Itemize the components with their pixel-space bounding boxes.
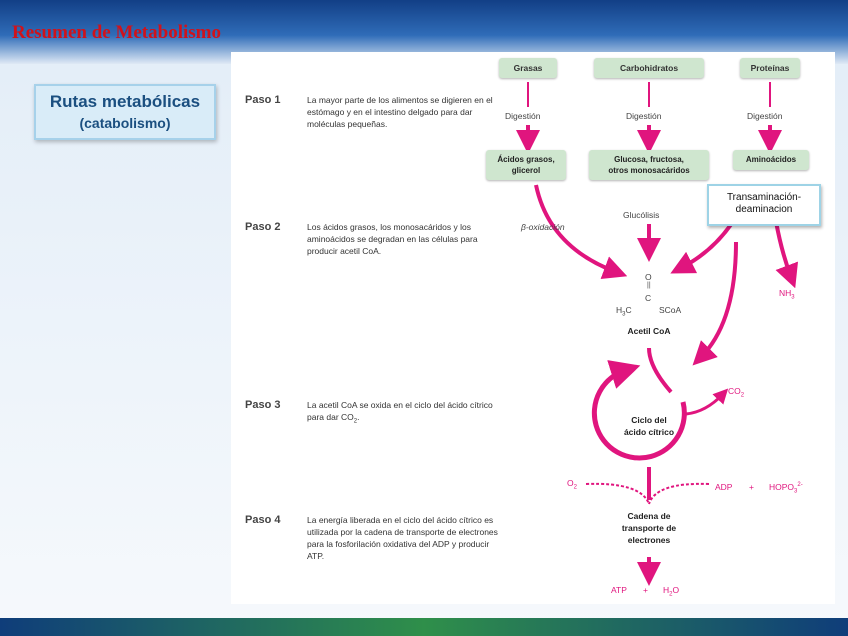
callout-line2: deaminacion	[735, 204, 793, 215]
product-fatty-acids: Ácidos grasos, glicerol	[486, 150, 566, 180]
source-grasas: Grasas	[499, 58, 557, 78]
step1-text: La mayor parte de los alimentos se digie…	[307, 95, 493, 129]
amino-to-cycle-arrow	[692, 241, 738, 366]
o2-label: O2	[567, 478, 577, 491]
electron-chain-label: Cadena de transporte de electrones	[601, 510, 697, 546]
metabolism-figure: Paso 1 La mayor parte de los alimentos s…	[231, 52, 835, 604]
product-amino-line1: Aminoácidos	[745, 155, 797, 164]
step1-label: Paso 1	[245, 94, 281, 106]
o2-sub: 2	[573, 484, 577, 491]
adp-arrow	[648, 482, 710, 505]
o2-arrow	[585, 482, 650, 505]
hopo3-text: HOPO	[769, 482, 795, 492]
subtitle-line2: (catabolismo)	[79, 115, 171, 131]
step2-label: Paso 2	[245, 221, 281, 233]
product-mono-line2: otros monosacáridos	[608, 166, 690, 175]
beta-oxidation-label: β-oxidación	[521, 222, 565, 232]
citric-cycle-ring	[591, 360, 687, 461]
acetyl-o: O	[645, 272, 652, 282]
acetyl-h3c-c: C	[625, 305, 632, 315]
beta-oxidation-arrow	[534, 184, 628, 280]
chain-line3: electrones	[627, 535, 671, 545]
acetyl-coa-name: Acetil CoA	[627, 326, 671, 336]
hopo3-sub: 3	[794, 488, 798, 495]
cycle-line2: ácido cítrico	[623, 427, 675, 437]
source-proteinas: Proteínas	[740, 58, 800, 78]
acetyl-into-cycle	[647, 347, 673, 394]
atp-label: ATP	[611, 585, 627, 595]
nh3-label: NH3	[779, 288, 795, 301]
h2o-o: O	[672, 585, 680, 595]
step4-text: La energía liberada en el ciclo del ácid…	[307, 515, 498, 561]
slide-title: Resumen de Metabolismo	[12, 22, 221, 43]
acetyl-h3c: H3C	[616, 305, 632, 318]
citric-cycle-label: Ciclo del ácido cítrico	[611, 414, 687, 438]
acetyl-c: C	[645, 293, 652, 303]
digestion-label-2: Digestión	[626, 111, 662, 121]
digestion-label-1: Digestión	[505, 111, 541, 121]
co2-label: CO2	[728, 386, 744, 399]
transamination-callout: Transaminación- deaminacion	[707, 184, 821, 226]
co2-sub: 2	[740, 392, 745, 399]
product-fatty-acids-line1: Ácidos grasos,	[497, 155, 555, 164]
step3-text: La acetil CoA se oxida en el ciclo del á…	[307, 399, 507, 428]
product-mono-line1: Glucosa, fructosa,	[614, 155, 684, 164]
step3-text-end: .	[357, 412, 360, 422]
chain-line2: transporte de	[621, 523, 677, 533]
chain-line1: Cadena de	[627, 511, 671, 521]
nh3-sub: 3	[791, 294, 795, 301]
co2-text: CO	[728, 386, 741, 396]
product-monosaccharides: Glucosa, fructosa, otros monosacáridos	[589, 150, 709, 180]
step3-label: Paso 3	[245, 399, 281, 411]
acetyl-scoa: SCoA	[659, 305, 682, 315]
adp-plus: +	[749, 482, 754, 492]
h2o-sub: 2	[669, 591, 673, 598]
footer-band	[0, 618, 848, 636]
acetyl-h-sub: 3	[622, 311, 626, 318]
h2o-label: H2O	[663, 585, 679, 598]
h2o-h: H	[663, 585, 670, 595]
hopo3-label: HOPO32-	[769, 482, 803, 495]
product-fatty-acids-line2: glicerol	[511, 166, 541, 175]
subtitle-line1: Rutas metabólicas	[49, 92, 201, 111]
acetyl-double-bond: ||	[647, 282, 651, 289]
cycle-line1: Ciclo del	[631, 415, 667, 425]
adp-label: ADP	[715, 482, 733, 492]
atp-plus: +	[643, 585, 648, 595]
hopo3-sup: 2-	[797, 482, 803, 489]
step3-text-main: La acetil CoA se oxida en el ciclo del á…	[307, 400, 493, 422]
source-carbohidratos: Carbohidratos	[594, 58, 704, 78]
step2-text: Los ácidos grasos, los monosacáridos y l…	[307, 222, 478, 256]
step4-label: Paso 4	[245, 514, 281, 526]
subtitle-box: Rutas metabólicas (catabolismo)	[34, 84, 216, 140]
glycolysis-label: Glucólisis	[623, 210, 660, 220]
nh3-text: NH	[779, 288, 792, 298]
callout-line1: Transaminación-	[726, 192, 802, 203]
co2-arrow	[685, 388, 729, 416]
digestion-label-3: Digestión	[747, 111, 783, 121]
o2-text: O	[567, 478, 574, 488]
step3-text-sub: 2	[353, 418, 358, 425]
acetyl-h: H	[616, 305, 623, 315]
product-amino-acids: Aminoácidos	[733, 150, 809, 170]
